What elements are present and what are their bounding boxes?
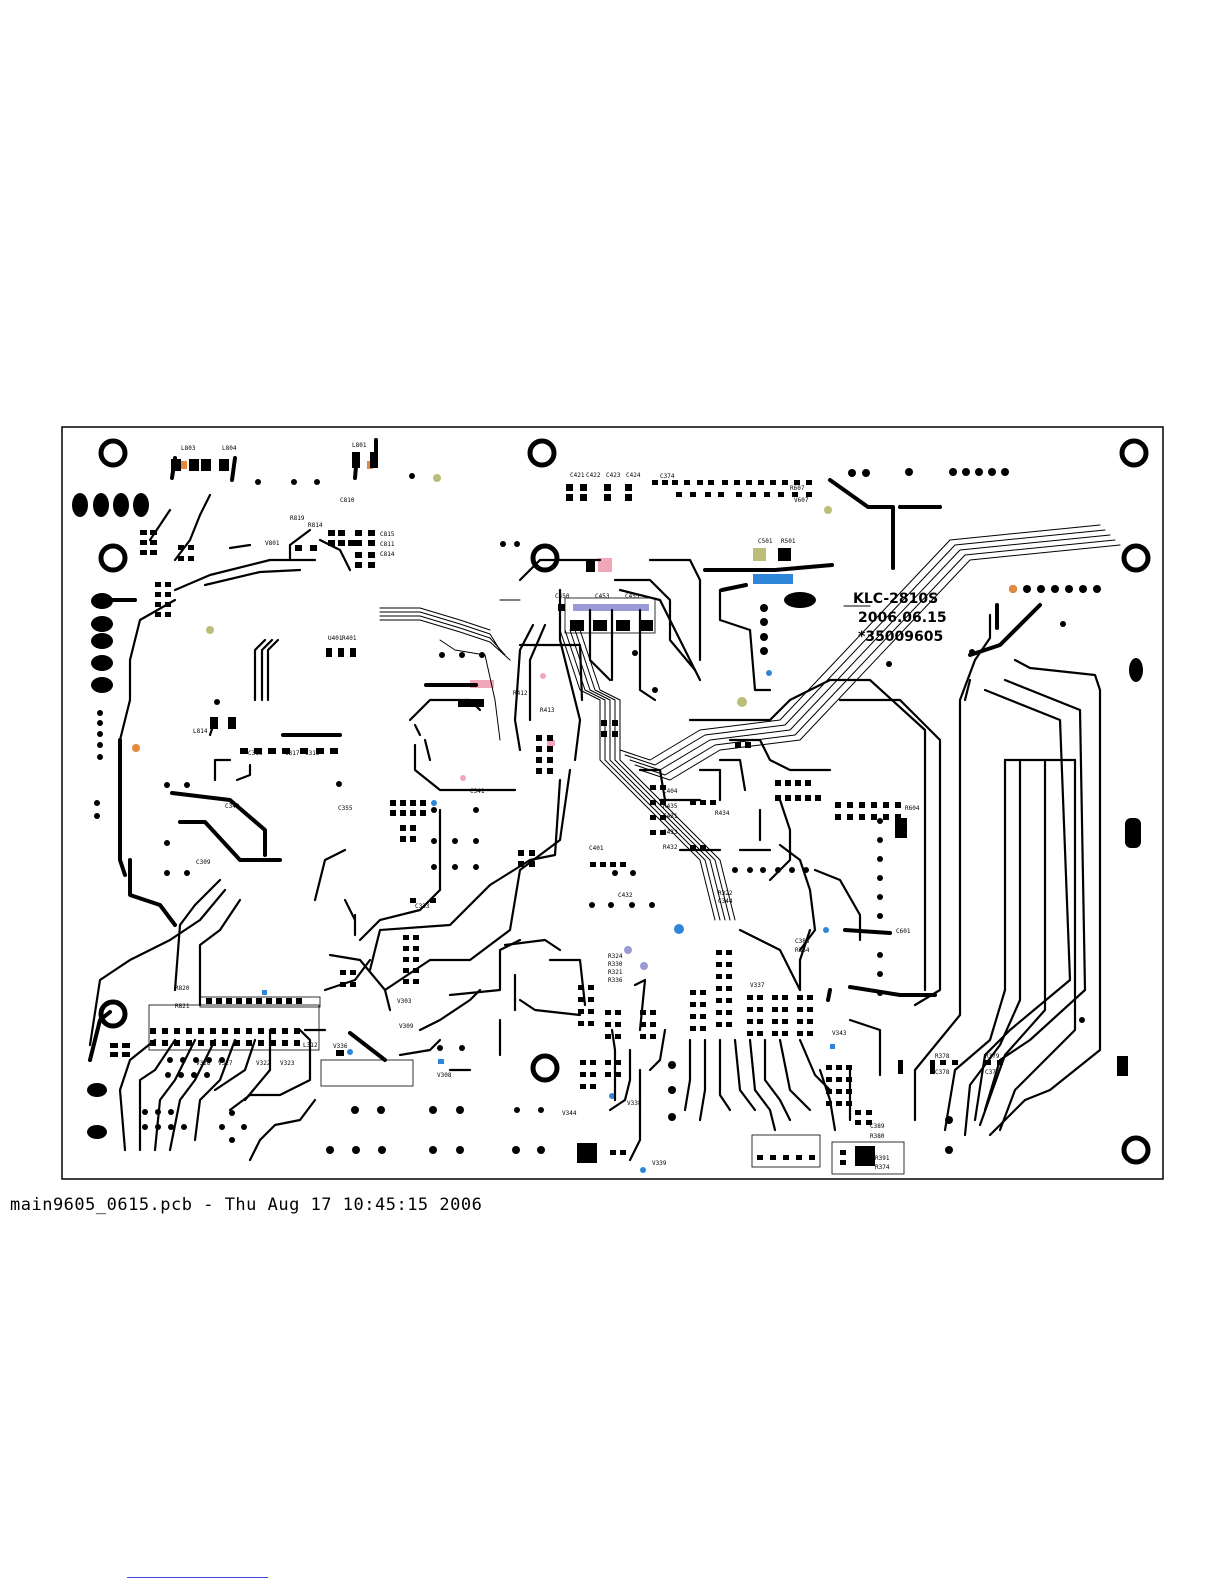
label-c455: C455 bbox=[625, 593, 640, 600]
label-r364: R364 bbox=[795, 947, 810, 954]
label-u401: U401 bbox=[328, 635, 343, 642]
label-c424: C424 bbox=[626, 472, 641, 479]
label-v801: V801 bbox=[265, 540, 280, 547]
label-r814: R814 bbox=[308, 522, 323, 529]
label-v343: V343 bbox=[832, 1030, 847, 1037]
label-c423: C423 bbox=[606, 472, 621, 479]
label-v328: V328 bbox=[196, 1060, 211, 1067]
smd-components bbox=[110, 452, 1003, 1165]
label-v336: V336 bbox=[333, 1043, 348, 1050]
component-labels: L803 L804 L801 R819 R814 V801 C810 C815 … bbox=[175, 442, 1000, 1171]
connector-pads-right bbox=[577, 592, 1143, 1166]
label-c404: C404 bbox=[663, 788, 678, 795]
label-c318: C318 bbox=[248, 750, 263, 757]
label-v308: V308 bbox=[437, 1072, 452, 1079]
label-c422: C422 bbox=[586, 472, 601, 479]
label-r391: R391 bbox=[875, 1155, 890, 1162]
label-c344: C344 bbox=[718, 898, 733, 905]
label-c389: C389 bbox=[870, 1123, 885, 1130]
label-c432: C432 bbox=[618, 892, 633, 899]
copper-traces bbox=[88, 438, 1121, 1162]
label-c433: C433 bbox=[663, 829, 678, 836]
file-caption: main9605_0615.pcb - Thu Aug 17 10:45:15 … bbox=[10, 1195, 483, 1215]
label-r412: R412 bbox=[513, 690, 528, 697]
label-r607: R607 bbox=[790, 485, 805, 492]
board-model: KLC-2810S bbox=[853, 591, 938, 607]
label-c383: C383 bbox=[795, 938, 810, 945]
label-c811: C811 bbox=[380, 541, 395, 548]
label-r379: R379 bbox=[985, 1053, 1000, 1060]
mounting-holes bbox=[98, 438, 1151, 1165]
label-c374: C374 bbox=[660, 473, 675, 480]
label-r330: R330 bbox=[608, 961, 623, 968]
label-c814: C814 bbox=[380, 551, 395, 558]
label-r435: R435 bbox=[663, 803, 678, 810]
label-c333: C333 bbox=[415, 903, 430, 910]
label-v344: V344 bbox=[562, 1110, 577, 1117]
label-c379: C379 bbox=[985, 1069, 1000, 1076]
label-c810: C810 bbox=[340, 497, 355, 504]
label-v607: V607 bbox=[794, 497, 809, 504]
label-r821: R821 bbox=[175, 1003, 190, 1010]
label-c340: C340 bbox=[225, 803, 240, 810]
label-r374: R374 bbox=[875, 1164, 890, 1171]
label-c378: C378 bbox=[935, 1069, 950, 1076]
label-c421: C421 bbox=[570, 472, 585, 479]
label-v322: V322 bbox=[256, 1060, 271, 1067]
label-v323: V323 bbox=[280, 1060, 295, 1067]
label-c431: C431 bbox=[663, 813, 678, 820]
label-r501: R501 bbox=[781, 538, 796, 545]
via-pads bbox=[94, 468, 1101, 1154]
label-l801: L801 bbox=[352, 442, 367, 449]
label-c316: C316 bbox=[305, 750, 320, 757]
component-outlines bbox=[148, 597, 905, 1175]
label-r434: R434 bbox=[715, 810, 730, 817]
label-c309: C309 bbox=[196, 859, 211, 866]
label-r378: R378 bbox=[935, 1053, 950, 1060]
label-r820: R820 bbox=[175, 985, 190, 992]
label-l803: L803 bbox=[181, 445, 196, 452]
label-r322: R322 bbox=[718, 890, 733, 897]
connector-pads-left bbox=[72, 493, 149, 1139]
label-c453: C453 bbox=[595, 593, 610, 600]
label-c341: C341 bbox=[470, 788, 485, 795]
label-r413: R413 bbox=[540, 707, 555, 714]
label-c317: C317 bbox=[285, 750, 300, 757]
board-outline bbox=[61, 426, 1164, 1180]
link-underline bbox=[127, 1577, 268, 1578]
label-v338: V338 bbox=[627, 1100, 642, 1107]
label-r321: R321 bbox=[608, 969, 623, 976]
label-c501: C501 bbox=[758, 538, 773, 545]
label-c401: C401 bbox=[589, 845, 604, 852]
label-r336: R336 bbox=[608, 977, 623, 984]
label-v303: V303 bbox=[397, 998, 412, 1005]
board-part-number: *35009605 bbox=[858, 629, 943, 645]
label-r324: R324 bbox=[608, 953, 623, 960]
label-v327: V327 bbox=[218, 1060, 233, 1067]
label-v309: V309 bbox=[399, 1023, 414, 1030]
label-v339: V339 bbox=[652, 1160, 667, 1167]
label-r401: R401 bbox=[342, 635, 357, 642]
label-c355: C355 bbox=[338, 805, 353, 812]
label-c815: C815 bbox=[380, 531, 395, 538]
label-v337: V337 bbox=[750, 982, 765, 989]
label-r432: R432 bbox=[663, 844, 678, 851]
board-date: 2006.06.15 bbox=[858, 610, 947, 626]
label-c601: C601 bbox=[896, 928, 911, 935]
label-l804: L804 bbox=[222, 445, 237, 452]
label-r604: R604 bbox=[905, 805, 920, 812]
label-l814: L814 bbox=[193, 728, 208, 735]
label-r819: R819 bbox=[290, 515, 305, 522]
label-c450: C450 bbox=[555, 593, 570, 600]
label-l312: L312 bbox=[303, 1042, 318, 1049]
label-r380: R380 bbox=[870, 1133, 885, 1140]
board-marking: KLC-2810S 2006.06.15 *35009605 bbox=[853, 591, 947, 645]
